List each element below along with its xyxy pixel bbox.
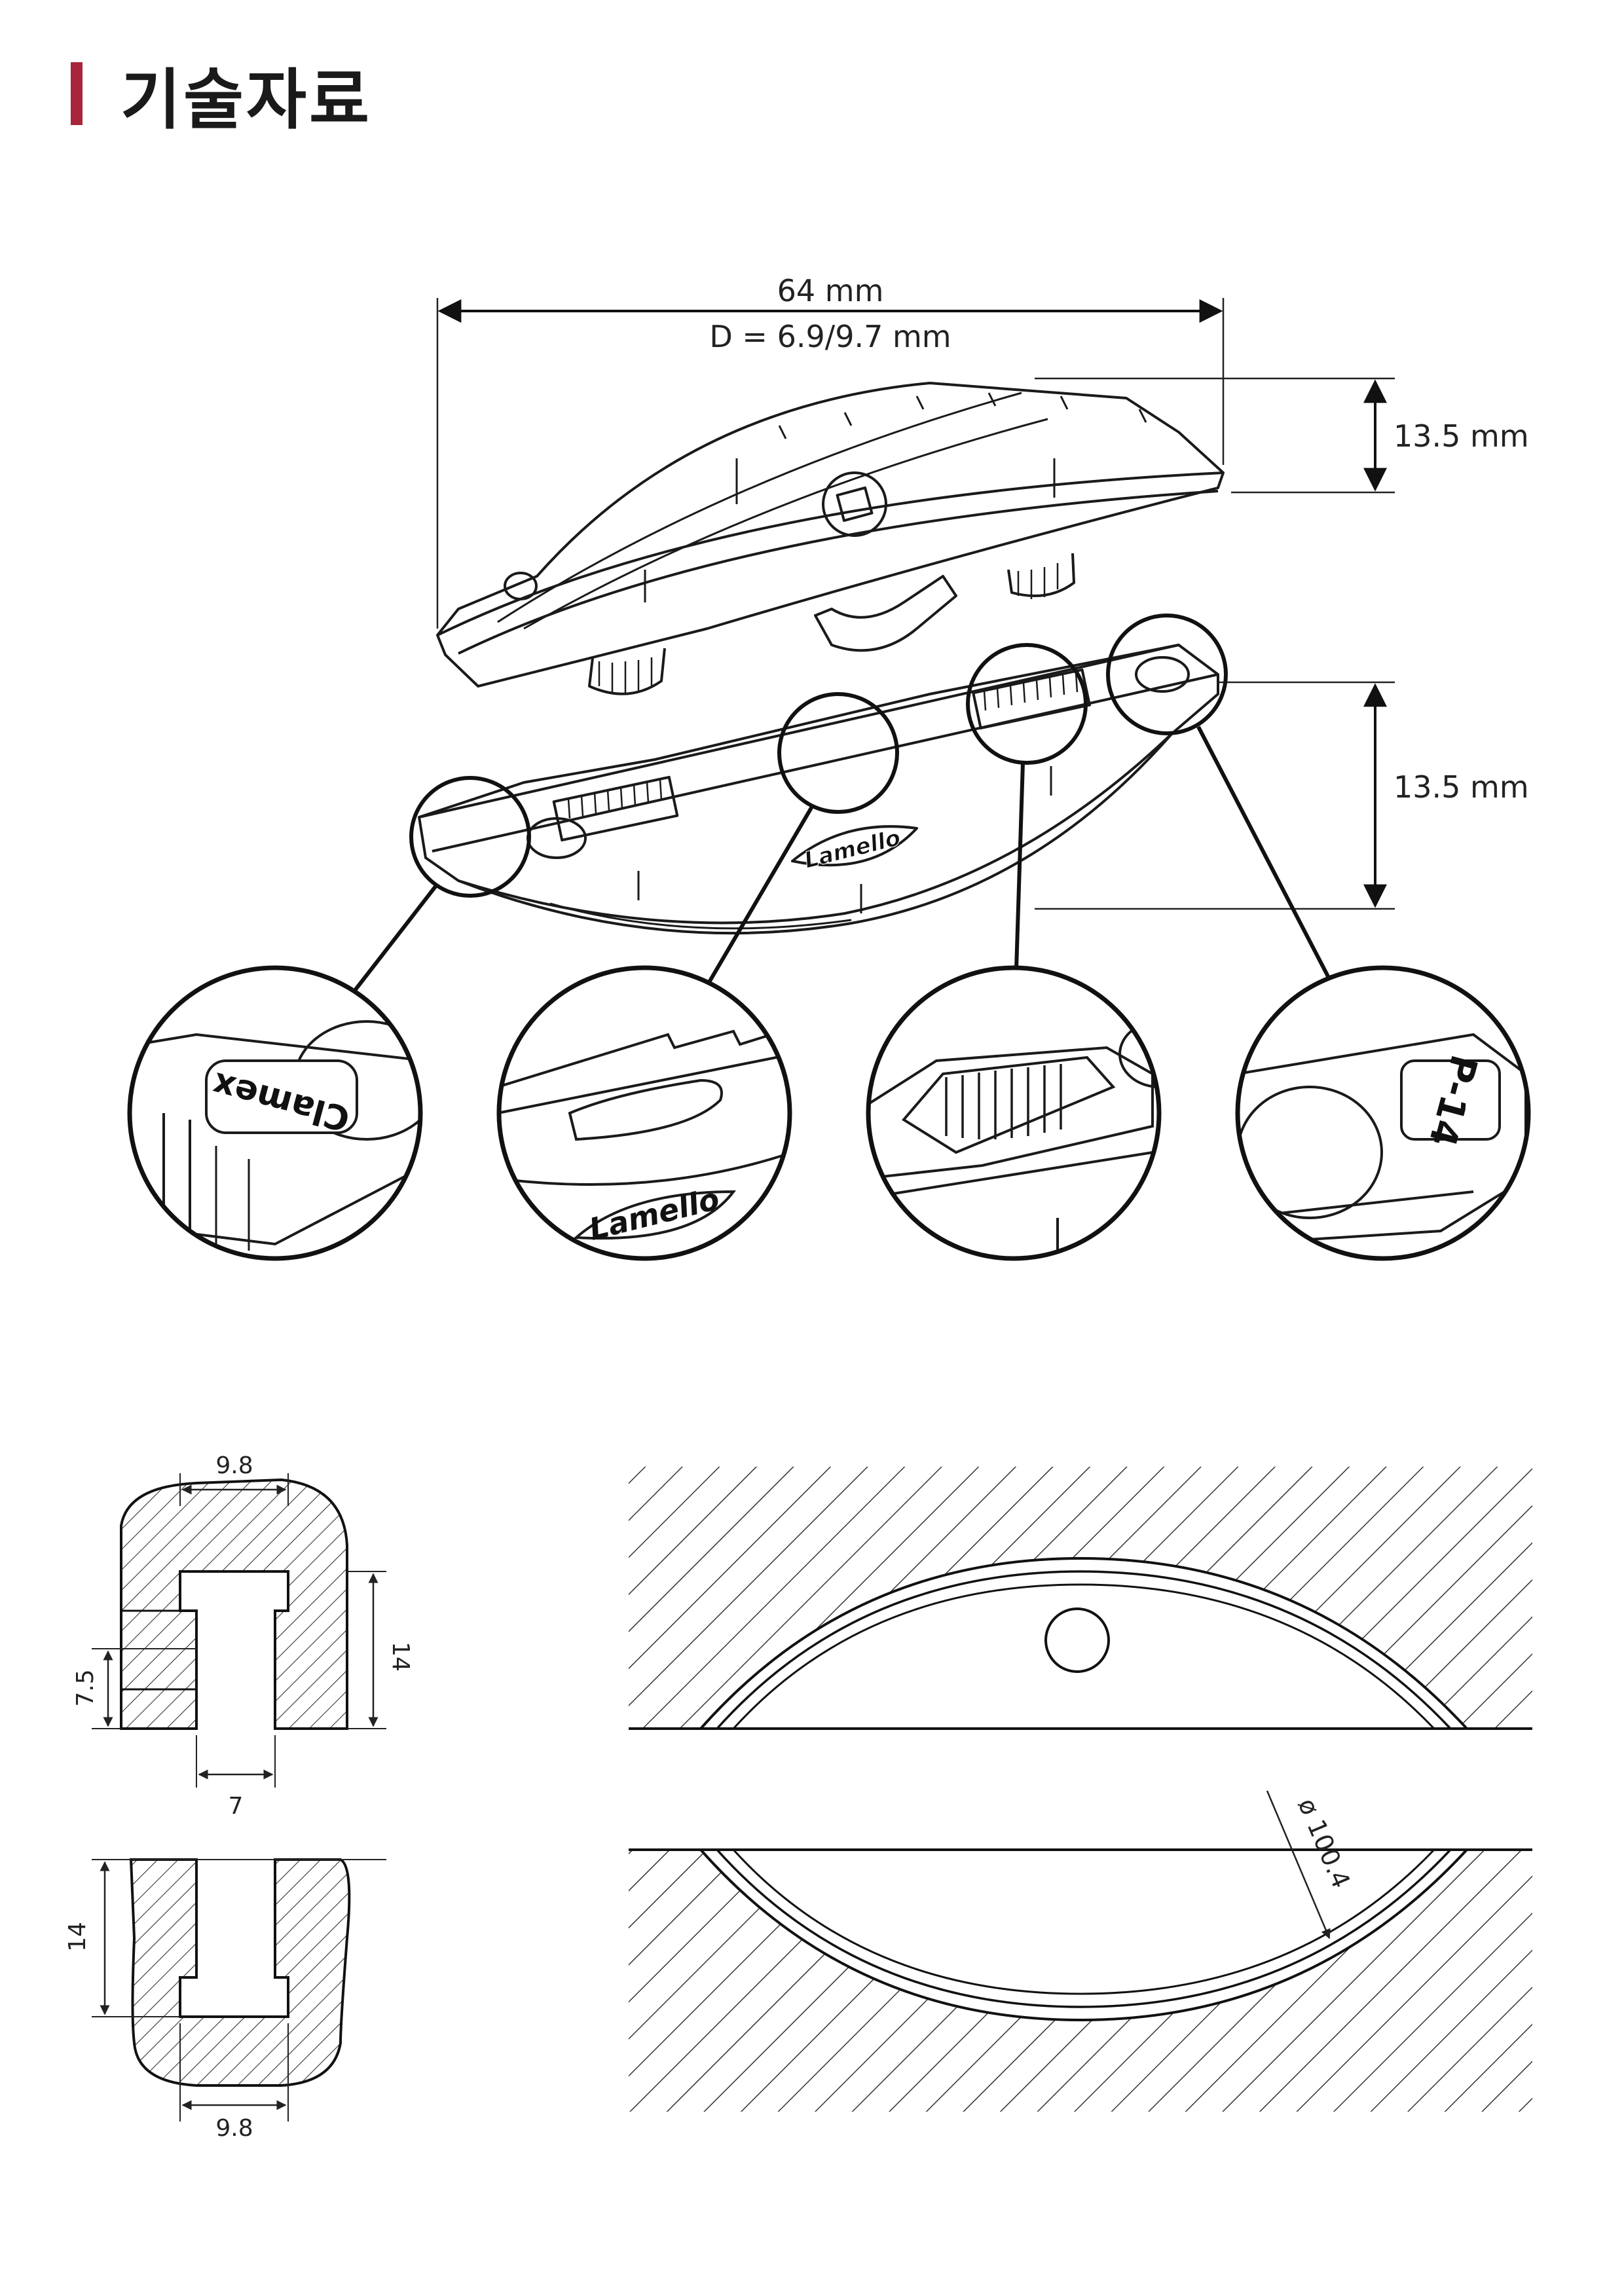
profile-top-width: 9.8 <box>215 1452 253 1479</box>
length-dimension <box>436 298 1225 629</box>
callout-markers <box>409 614 1228 898</box>
page-heading: 기술자료 <box>71 58 372 138</box>
groove-bottom <box>629 1790 1532 2112</box>
height-label-top: 13.5 mm <box>1393 418 1529 454</box>
profile-top-slot: 7 <box>229 1793 244 1820</box>
depth-label: D = 6.9/9.7 mm <box>709 319 951 354</box>
height-label-bottom: 13.5 mm <box>1393 769 1529 805</box>
groove-top <box>629 1467 1532 1730</box>
accent-bar <box>71 62 83 125</box>
page-title: 기술자료 <box>120 61 372 138</box>
callout-leaders <box>352 725 1331 993</box>
detail-circle-grip <box>866 965 1162 1261</box>
detail-circle-slot: Lamello <box>496 965 792 1261</box>
profile-bottom <box>92 1858 386 2121</box>
profile-top <box>92 1473 386 1788</box>
detail-circle-p14: P-14 <box>1235 965 1531 1261</box>
profile-bottom-height: 14 <box>64 1922 91 1952</box>
detail-circle-clamex: Clamex <box>127 965 423 1261</box>
height-dimension-top <box>1035 377 1395 494</box>
profile-top-offset: 7.5 <box>72 1669 99 1706</box>
profile-bottom-width: 9.8 <box>215 2115 253 2142</box>
profile-top-height: 14 <box>387 1642 414 1672</box>
length-label: 64 mm <box>777 273 884 308</box>
upper-connector-part <box>436 382 1225 695</box>
